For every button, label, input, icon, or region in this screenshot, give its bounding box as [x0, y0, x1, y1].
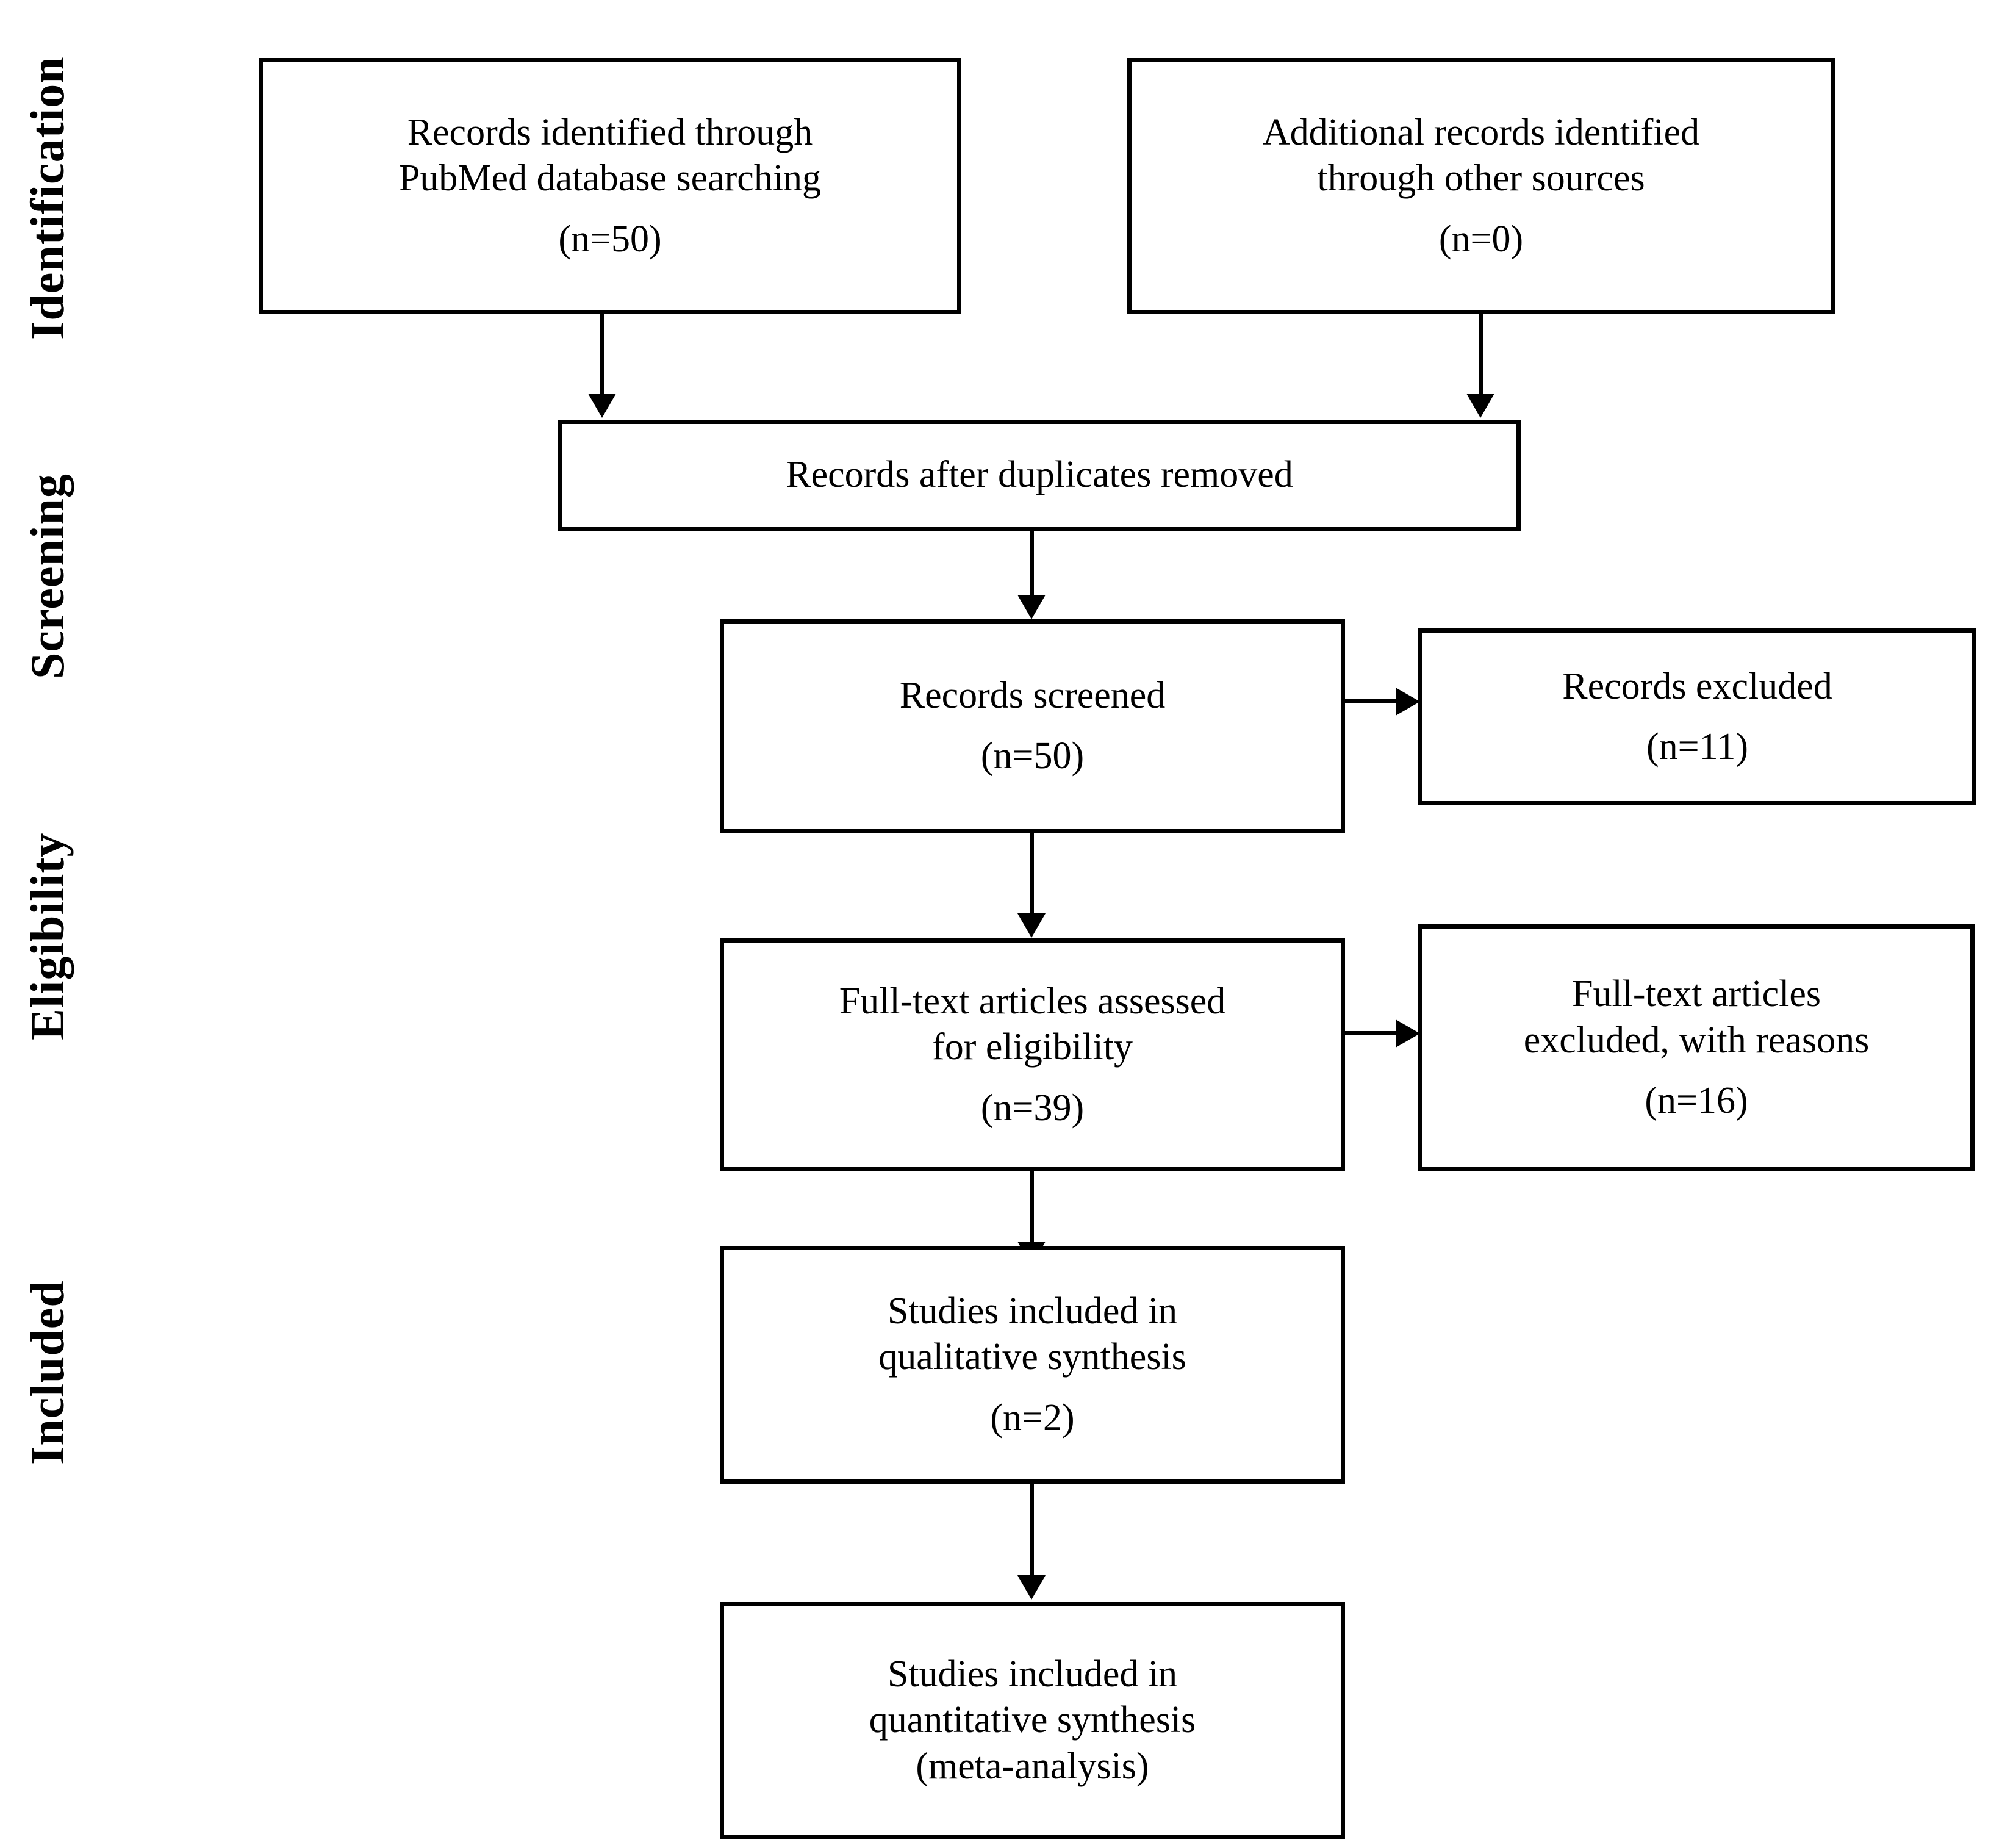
node-studies-included-qualitative: Studies included in qualitative synthesi… [720, 1246, 1345, 1484]
additional-records-line2: through other sources [1317, 157, 1645, 200]
records-identified-count: (n=50) [558, 218, 662, 260]
additional-records-line1: Additional records identified [1262, 111, 1700, 153]
arrowhead-identified-to-duplicates [588, 394, 616, 418]
arrowhead-screened-to-fulltext [1017, 913, 1046, 938]
qualitative-line1: Studies included in [887, 1290, 1178, 1332]
additional-records-count: (n=0) [1438, 218, 1524, 260]
connector-qualitative-to-quantitative [1030, 1484, 1034, 1578]
fulltext-excluded-line1: Full-text articles [1571, 973, 1821, 1015]
fulltext-excluded-line2: excluded, with reasons [1523, 1019, 1870, 1061]
stage-label-identification: Identification [21, 56, 74, 340]
node-full-text-articles-excluded: Full-text articles excluded, with reason… [1418, 924, 1975, 1171]
fulltext-assessed-line2: for eligibility [932, 1026, 1133, 1068]
records-excluded-count: (n=11) [1646, 725, 1748, 768]
node-additional-records: Additional records identified through ot… [1127, 58, 1835, 314]
records-excluded-line1: Records excluded [1562, 665, 1832, 707]
quantitative-line2: quantitative synthesis [869, 1699, 1196, 1741]
arrowhead-qualitative-to-quantitative [1017, 1575, 1046, 1600]
fulltext-assessed-count: (n=39) [980, 1087, 1085, 1129]
node-records-screened: Records screened (n=50) [720, 619, 1345, 833]
records-identified-line2: PubMed database searching [398, 157, 822, 200]
fulltext-assessed-line1: Full-text articles assessed [839, 980, 1226, 1022]
quantitative-count: (meta-analysis) [916, 1745, 1149, 1787]
qualitative-count: (n=2) [990, 1397, 1075, 1439]
node-full-text-articles-assessed: Full-text articles assessed for eligibil… [720, 938, 1345, 1171]
connector-fulltext-to-qualitative [1030, 1171, 1034, 1245]
connector-screened-to-fulltext [1030, 833, 1034, 915]
records-screened-line1: Records screened [899, 674, 1166, 716]
node-records-after-duplicates-removed: Records after duplicates removed [558, 420, 1521, 531]
records-screened-count: (n=50) [980, 735, 1085, 777]
arrowhead-screened-to-excluded [1396, 688, 1420, 716]
connector-screened-to-excluded [1345, 699, 1400, 703]
node-records-excluded: Records excluded (n=11) [1418, 628, 1976, 805]
quantitative-line1: Studies included in [887, 1653, 1178, 1695]
qualitative-line2: qualitative synthesis [878, 1336, 1186, 1378]
node-studies-included-quantitative: Studies included in quantitative synthes… [720, 1602, 1345, 1839]
stage-label-eligibility: Eligibility [21, 832, 74, 1041]
arrowhead-fulltext-to-excluded [1396, 1019, 1420, 1048]
arrowhead-additional-to-duplicates [1466, 394, 1494, 418]
connector-duplicates-to-screened [1030, 531, 1034, 598]
stage-label-included: Included [21, 1280, 74, 1465]
connector-additional-to-duplicates [1479, 314, 1483, 397]
connector-fulltext-to-excluded [1345, 1031, 1400, 1035]
records-identified-line1: Records identified through [407, 111, 813, 153]
duplicates-removed-line1: Records after duplicates removed [786, 454, 1293, 496]
arrowhead-duplicates-to-screened [1017, 595, 1046, 619]
fulltext-excluded-count: (n=16) [1645, 1080, 1748, 1122]
connector-identified-to-duplicates [600, 314, 604, 397]
stage-label-screening: Screening [21, 473, 74, 680]
node-records-identified: Records identified through PubMed databa… [259, 58, 961, 314]
